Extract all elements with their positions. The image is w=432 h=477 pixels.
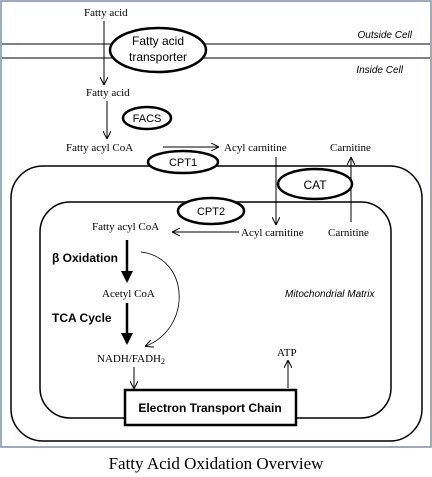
carnitine-matrix-label: Carnitine	[328, 227, 369, 239]
transporter-label-line2: transporter	[129, 50, 187, 64]
transporter-label-line1: Fatty acid	[132, 34, 184, 48]
electron-transport-chain-box	[123, 388, 298, 427]
inside-cell-label: Inside Cell	[356, 65, 403, 76]
facs-enzyme	[121, 105, 173, 131]
fatty-acid-outside-label: Fatty acid	[84, 7, 128, 19]
cpt1-label: CPT1	[169, 157, 197, 169]
nadh-fadh2-label: NADH/FADH2	[97, 353, 165, 366]
fatty-acyl-coa-cytosol-label: Fatty acyl CoA	[66, 142, 133, 154]
cat-enzyme	[276, 167, 354, 201]
nadh-fadh2-subscript: 2	[161, 357, 165, 366]
nadh-fadh2-main: NADH/FADH	[97, 353, 161, 365]
beta-oxidation-label: β Oxidation	[52, 251, 118, 265]
cpt1-enzyme	[146, 149, 220, 175]
acyl-carnitine-ims-label: Acyl carnitine	[224, 142, 287, 154]
beta-oxidation-cycle-arc	[140, 251, 180, 346]
acyl-carnitine-matrix-label: Acyl carnitine	[241, 227, 304, 239]
mitochondrial-matrix-label: Mitochondrial Matrix	[285, 289, 375, 300]
fatty-acyl-coa-matrix-label: Fatty acyl CoA	[92, 221, 159, 233]
figure-frame	[0, 0, 432, 448]
facs-label: FACS	[133, 113, 162, 125]
cpt2-label: CPT2	[197, 206, 225, 218]
cat-label: CAT	[303, 178, 327, 192]
figure-caption: Fatty Acid Oxidation Overview	[109, 454, 325, 473]
electron-transport-chain-label: Electron Transport Chain	[138, 401, 281, 415]
fatty-acid-transporter	[108, 26, 208, 74]
atp-label: ATP	[277, 347, 297, 359]
carnitine-ims-label: Carnitine	[330, 142, 371, 154]
outside-cell-label: Outside Cell	[358, 30, 413, 41]
fatty-acid-inside-label: Fatty acid	[86, 87, 130, 99]
acetyl-coa-label: Acetyl CoA	[102, 288, 155, 300]
tca-cycle-label: TCA Cycle	[52, 311, 112, 325]
cpt2-enzyme	[176, 196, 246, 226]
